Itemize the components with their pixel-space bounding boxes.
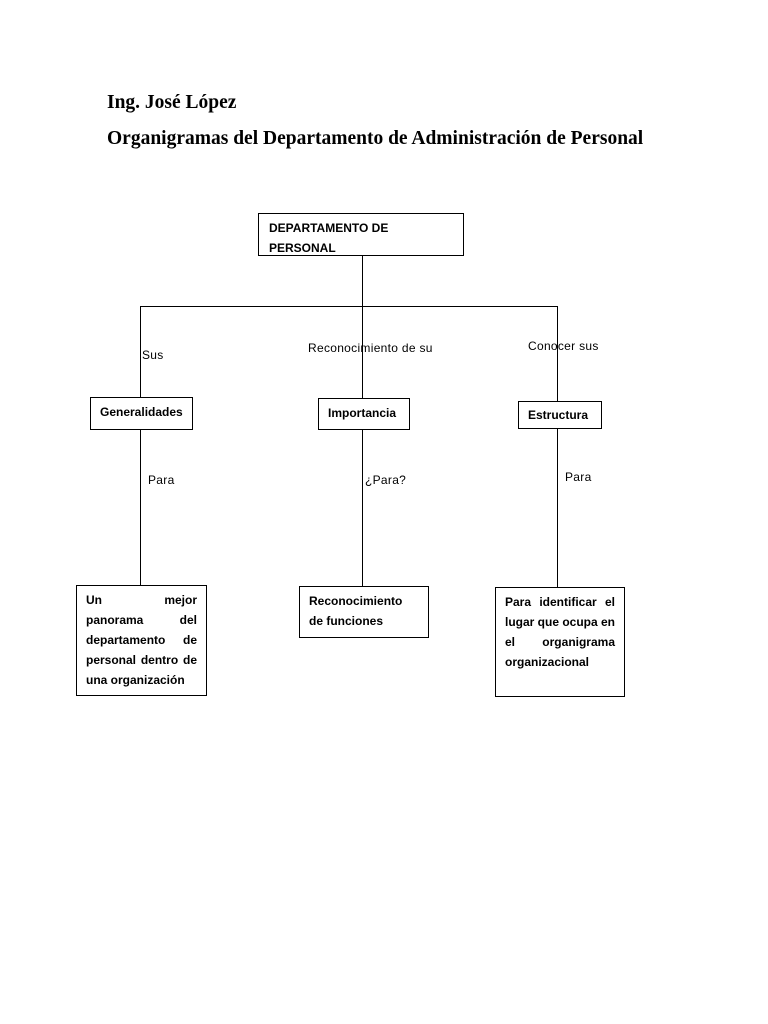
node-generalidades-label: Generalidades [100, 405, 183, 419]
author-heading: Ing. José López [107, 92, 237, 113]
leaf-estructura-text: Para identificar el lugar que ocupa en e… [505, 595, 616, 669]
sub-edge-label-right: Para [565, 470, 592, 484]
connector-left-leaf [140, 429, 141, 585]
connector-horizontal [140, 306, 558, 307]
node-estructura-label: Estructura [528, 408, 589, 422]
connector-left-down [140, 306, 141, 398]
node-importancia-label: Importancia [328, 406, 397, 420]
sub-edge-label-center: ¿Para? [365, 473, 407, 487]
connector-center-leaf [362, 429, 363, 588]
document-title: Organigramas del Departamento de Adminis… [107, 128, 644, 149]
edge-label-left: Sus [142, 348, 164, 362]
connector-root-down [362, 255, 363, 307]
root-node-label: DEPARTAMENTO DE PERSONAL [269, 221, 389, 255]
node-importancia: Importancia [318, 398, 410, 430]
connector-right-down [557, 306, 558, 402]
edge-label-center: Reconocimiento de su [308, 341, 433, 355]
connector-right-leaf [557, 428, 558, 588]
connector-center-down [362, 306, 363, 399]
leaf-generalidades-text: Un mejor panorama del departamento de pe… [86, 593, 197, 687]
leaf-estructura: Para identificar el lugar que ocupa en e… [495, 587, 625, 697]
root-node: DEPARTAMENTO DE PERSONAL [258, 213, 464, 256]
leaf-importancia-text: Reconocimiento de funciones [309, 594, 403, 628]
node-estructura: Estructura [518, 401, 602, 429]
leaf-importancia: Reconocimiento de funciones [299, 586, 429, 638]
sub-edge-label-left: Para [148, 473, 175, 487]
leaf-generalidades: Un mejor panorama del departamento de pe… [76, 585, 207, 696]
node-generalidades: Generalidades [90, 397, 193, 430]
edge-label-right: Conocer sus [528, 339, 599, 353]
